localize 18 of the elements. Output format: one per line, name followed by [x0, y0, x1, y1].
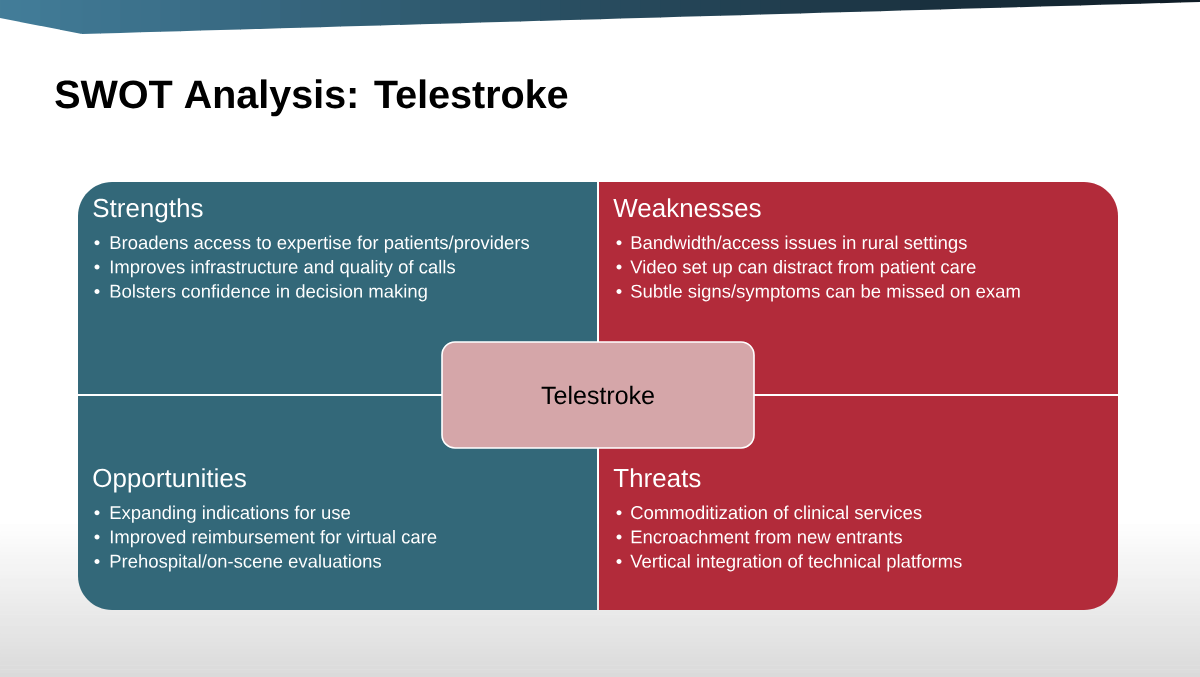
bullet-text: Expanding indications for use	[110, 505, 350, 523]
bullet-text: Vertical integration of technical platforms	[630, 554, 962, 572]
bullet-text: Commoditization of clinical services	[631, 505, 922, 520]
bullet-text: Improves infrastructure and quality of calls	[110, 259, 455, 278]
bullet-text: Video set up can distract from patient care	[630, 259, 976, 278]
quadrant-heading: Threats	[613, 468, 701, 488]
slide-title: SWOT Analysis: Telestroke	[55, 79, 568, 117]
quadrant-heading: Weaknesses	[613, 198, 761, 218]
quadrant-heading: Strengths	[93, 198, 203, 223]
center-box: Telestroke	[441, 341, 755, 449]
bullet-text: Improved reimbursement for virtual care	[110, 529, 437, 548]
bullet-text: Broadens access to expertise for patients/providers	[110, 235, 530, 253]
bullet-text: Encroachment from new entrants	[631, 529, 902, 544]
bullet-text: Bandwidth/access issues in rural settings	[631, 235, 967, 253]
bullet-text: Subtle signs/symptoms can be missed on exam	[631, 284, 1020, 302]
quadrant-heading: Opportunities	[93, 468, 246, 493]
bullet-text: Bolsters confidence in decision making	[110, 284, 427, 302]
bullet-text: Prehospital/on-scene evaluations	[110, 554, 381, 572]
